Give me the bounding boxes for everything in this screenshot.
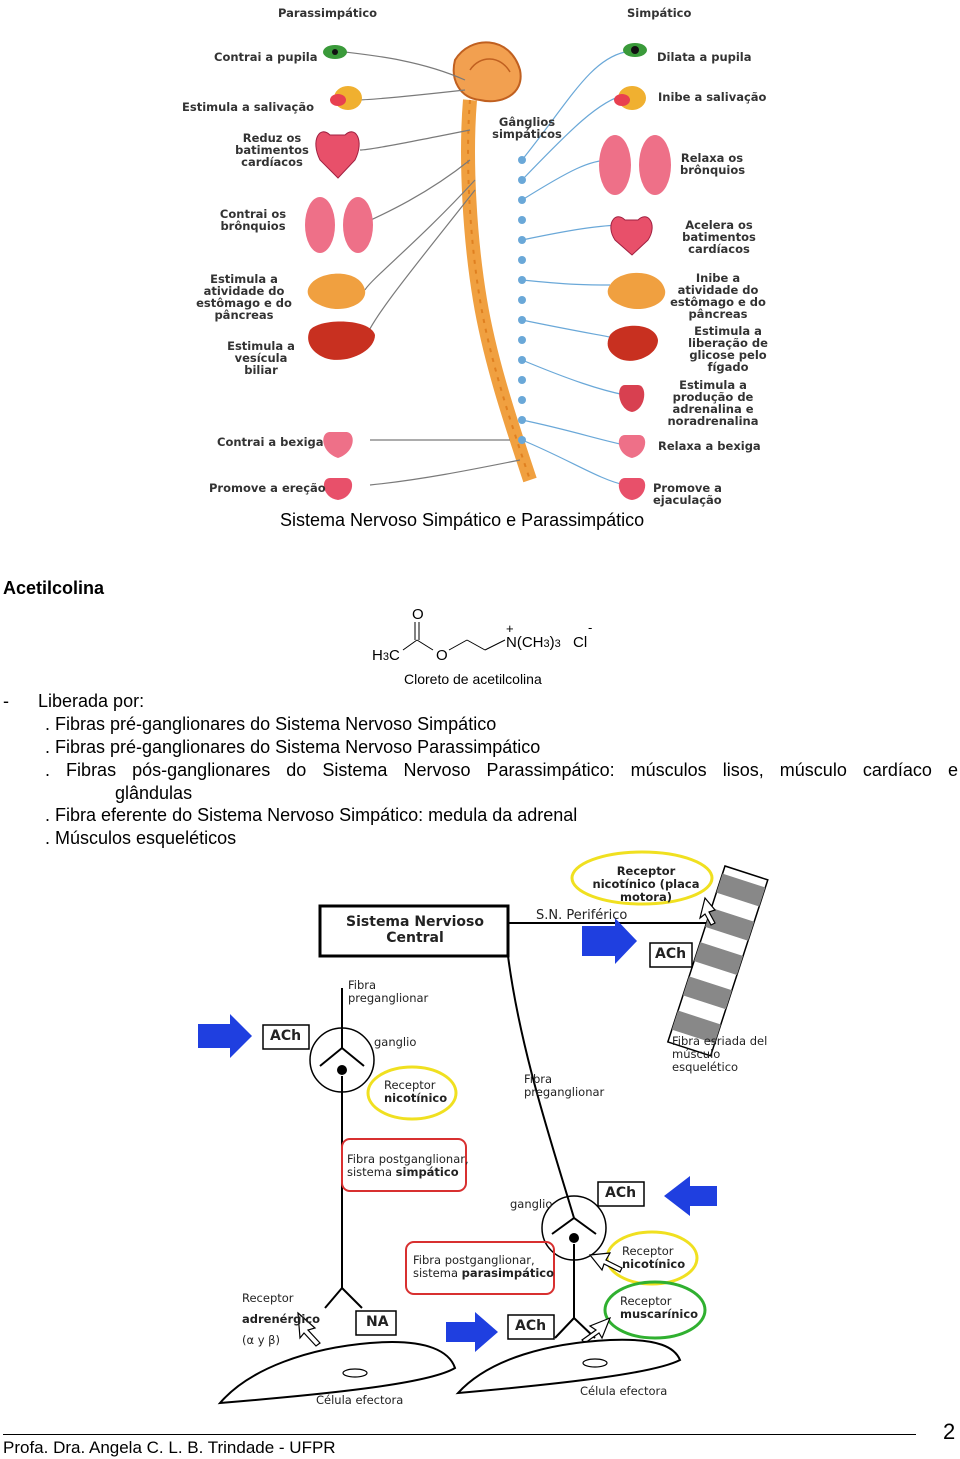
list-intro-dash: - <box>3 691 9 711</box>
label-relaxa-bronquios: Relaxa os brônquios <box>680 151 746 177</box>
list-item-2: . Fibras pré-ganglionares do Sistema Ner… <box>45 737 541 757</box>
label-promove-erecao: Promove a ereção <box>209 481 326 495</box>
ach-transmission-diagram: Sistema Nervioso Central S.N. Periférico… <box>190 848 790 1413</box>
label-inibe-salivacao: Inibe a salivação <box>658 90 767 104</box>
label-dilata-pupila: Dilata a pupila <box>657 50 752 64</box>
list-item-3: . Fibras pós-ganglionares do Sistema Ner… <box>45 760 958 780</box>
label-contrai-pupila: Contrai a pupila <box>214 50 318 64</box>
label-acelera-batimentos: Acelera os batimentos cardíacos <box>682 218 756 256</box>
charge-plus: + <box>506 621 514 636</box>
page-number: 2 <box>943 1419 956 1444</box>
label-contrai-bronquios: Contrai os brônquios <box>219 207 287 233</box>
label-ganglio-1: ganglio <box>374 1035 417 1049</box>
atom-cl: Cl <box>573 634 588 651</box>
label-liberacao-glicose: Estimula a liberação de glicose pelo fíg… <box>688 324 768 374</box>
section-title: Acetilcolina <box>3 578 105 598</box>
diagram-graphics <box>198 850 769 1405</box>
label-producao-adrenalina: Estimula a produção de adrenalina e nora… <box>667 378 759 428</box>
label-estimula-vesicula: Estimula a vesícula biliar <box>227 339 295 377</box>
label-ach-bottom: ACh <box>515 1318 547 1334</box>
label-contrai-bexiga: Contrai a bexiga <box>217 435 324 449</box>
list-item-5: . Músculos esqueléticos <box>45 828 237 848</box>
title-simpatico: Simpático <box>627 6 692 20</box>
label-postgang-simpatico: Fibra postganglionar,sistema simpático <box>347 1152 469 1179</box>
label-relaxa-bexiga: Relaxa a bexiga <box>658 439 761 453</box>
label-celula-efectora-1: Célula efectora <box>316 1393 404 1407</box>
autonomic-nervous-system-figure: Parassimpático Simpático Contrai a pupil… <box>170 0 790 507</box>
label-receptor-nicotinico-placa: Receptor nicotínico (placa motora) <box>592 864 700 904</box>
label-ach-right: ACh <box>605 1185 637 1201</box>
label-promove-ejaculacao: Promove a ejaculação <box>653 481 722 507</box>
label-estimula-salivacao: Estimula a salivação <box>182 100 315 114</box>
label-ganglios-simpaticos: Gânglios simpáticos <box>492 115 562 141</box>
label-estimula-estomago: Estimula a atividade do estômago e do pâ… <box>196 272 292 322</box>
charge-minus: - <box>588 620 593 635</box>
list-item-1: . Fibras pré-ganglionares do Sistema Ner… <box>45 714 497 734</box>
label-na: NA <box>366 1314 389 1330</box>
label-fibra-preganglionar-2: Fibra preganglionar <box>524 1072 605 1099</box>
label-fibra-preganglionar-1: Fibra preganglionar <box>348 978 429 1005</box>
label-celula-efectora-2: Célula efectora <box>580 1384 668 1398</box>
molecule-bonds <box>402 622 506 651</box>
label-postgang-parassimpatico: Fibra postganglionar,sistema parasimpáti… <box>413 1253 555 1280</box>
molecule-name: Cloreto de acetilcolina <box>404 671 542 687</box>
figure-caption: Sistema Nervoso Simpático e Parassimpáti… <box>280 510 645 530</box>
list-item-4: . Fibra eferente do Sistema Nervoso Simp… <box>45 805 578 825</box>
label-ach-top: ACh <box>655 946 687 962</box>
footer-author: Profa. Dra. Angela C. L. B. Trindade - U… <box>3 1438 336 1457</box>
label-fibra-esriada: Fibra esriada del músculo esquelético <box>672 1034 768 1074</box>
list-item-3-cont: glândulas <box>115 783 193 803</box>
label-inibe-estomago: Inibe a atividade do estômago e do pâncr… <box>670 271 766 321</box>
atom-o-ester: O <box>436 647 448 664</box>
atom-h3c: H3C <box>372 647 400 664</box>
label-ach-left: ACh <box>270 1028 302 1044</box>
atom-o-carbonyl: O <box>412 606 424 623</box>
label-sn-periferico: S.N. Periférico <box>536 908 628 923</box>
label-reduz-batimentos: Reduz os batimentos cardíacos <box>235 131 309 169</box>
list-intro: Liberada por: <box>38 691 145 711</box>
label-snc: Sistema Nervioso Central <box>346 914 484 946</box>
acetylcholine-structure: O H3C O + N(CH3)3 - Cl Cloreto de acetil… <box>365 600 605 695</box>
label-ganglio-2: ganglio <box>510 1197 553 1211</box>
title-parassimpatico: Parassimpático <box>278 6 378 20</box>
footer-rule <box>3 1434 916 1435</box>
trimethylammonium: N(CH3)3 <box>506 634 561 651</box>
autonomic-illustration <box>305 41 671 500</box>
